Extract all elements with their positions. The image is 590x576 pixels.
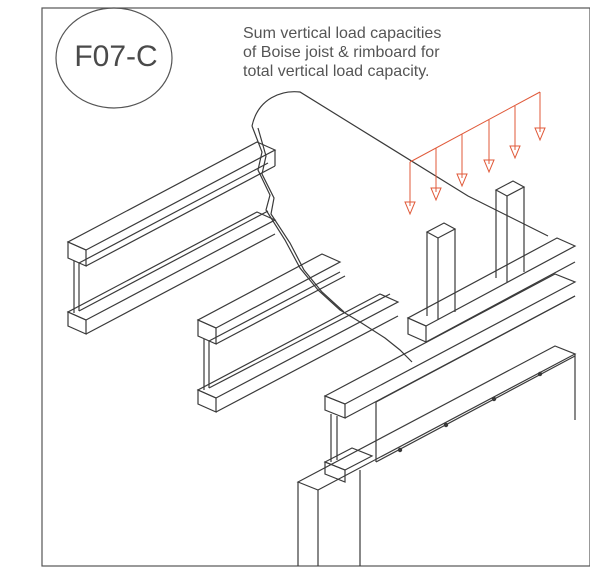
detail-badge-circle xyxy=(55,7,173,109)
drawing-border xyxy=(41,7,590,567)
vertical-load-arrows xyxy=(404,91,546,216)
rim-board-assembly xyxy=(296,273,577,566)
floor-sheathing-cutaway xyxy=(251,91,549,363)
note-line-1: Sum vertical load capacities xyxy=(243,25,442,42)
note-line-2: of Boise joist & rimboard for xyxy=(243,44,440,61)
note-line-3: total vertical load capacity. xyxy=(243,63,430,80)
load-capacity-note: Sum vertical load capacities of Boise jo… xyxy=(243,24,573,81)
studs-and-sill xyxy=(406,180,577,343)
joist-1 xyxy=(66,141,277,335)
joist-2 xyxy=(196,253,400,413)
detail-id-label: F07-C xyxy=(74,40,158,73)
